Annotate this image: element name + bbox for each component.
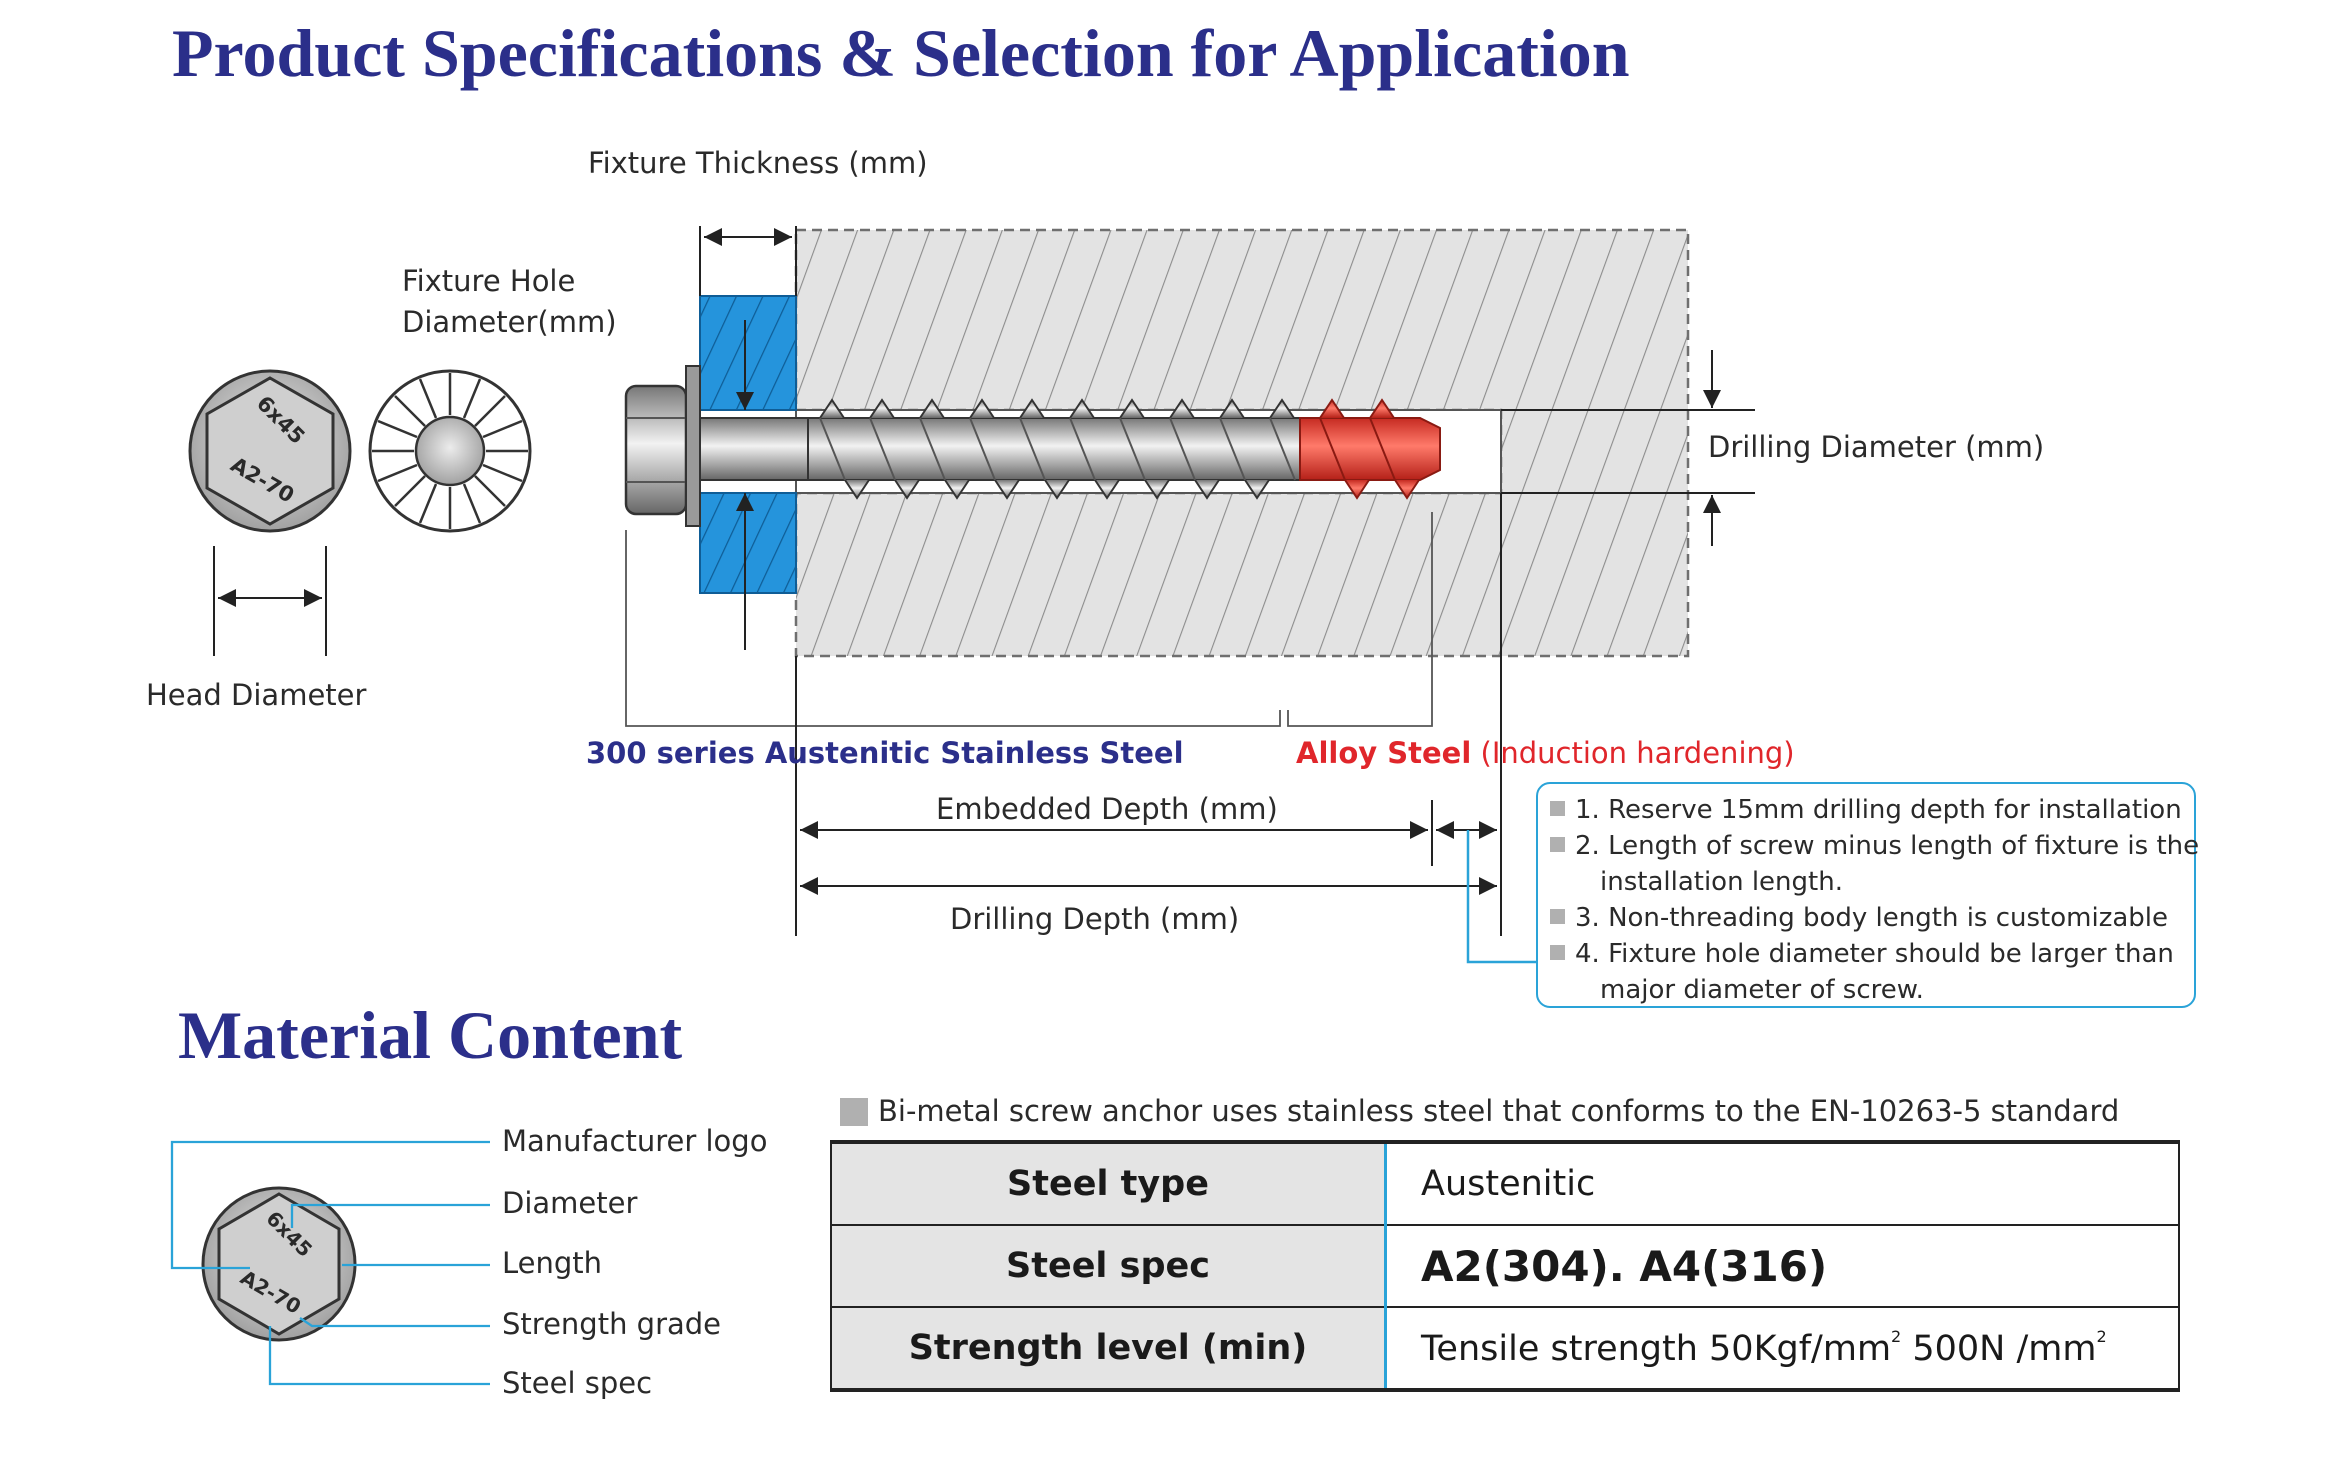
fixture-plate-top: [699, 295, 797, 411]
head-diameter-label: Head Diameter: [146, 678, 367, 712]
callout-manufacturer-logo: Manufacturer logo: [502, 1124, 768, 1158]
table-row: Strength level (min) Tensile strength 50…: [831, 1306, 2179, 1390]
material-title: Material Content: [178, 997, 683, 1073]
drilling-diameter-label: Drilling Diameter (mm): [1708, 430, 2045, 464]
callout-length: Length: [502, 1246, 603, 1280]
table-row: Steel spec A2(304). A4(316): [831, 1224, 2179, 1307]
stainless-bracket: [625, 530, 1281, 727]
stainless-label: 300 series Austenitic Stainless Steel: [586, 736, 1184, 770]
table-row: Steel type Austenitic: [831, 1141, 2179, 1225]
screw-thread-body: [807, 417, 1305, 481]
alloy-note: (Induction hardening): [1480, 736, 1795, 770]
notes-connector: [1466, 830, 1536, 964]
screw-washer: [685, 365, 701, 527]
fixture-hole-label-2: Diameter(mm): [402, 305, 617, 339]
serration-lines: [372, 373, 528, 529]
page-title: Product Specifications & Selection for A…: [172, 15, 1630, 91]
alloy-threads: [1319, 398, 1420, 500]
material-callout-lines: [170, 1140, 490, 1386]
material-table: Steel type Austenitic Steel spec A2(304)…: [830, 1140, 2180, 1392]
standard-note-square: [840, 1098, 868, 1126]
alloy-label-group: Alloy Steel (Induction hardening): [1296, 736, 1795, 770]
row-key: Steel type: [831, 1141, 1387, 1225]
callout-steel-spec: Steel spec: [502, 1366, 653, 1400]
row-value: Tensile strength 50Kgf/mm2 500N /mm2: [1385, 1306, 2179, 1390]
fixture-hole-label-1: Fixture Hole: [402, 264, 576, 298]
note-1: 1. Reserve 15mm drilling depth for insta…: [1550, 795, 2182, 825]
callout-diameter: Diameter: [502, 1186, 638, 1220]
note-4-cont: major diameter of screw.: [1600, 975, 1924, 1005]
thread-helix: [819, 417, 1296, 481]
row-key: Steel spec: [831, 1224, 1387, 1307]
note-3: 3. Non-threading body length is customiz…: [1550, 903, 2168, 933]
alloy-label: Alloy Steel: [1296, 736, 1472, 770]
row-value: A2(304). A4(316): [1385, 1224, 2179, 1307]
fixture-thickness-label: Fixture Thickness (mm): [588, 146, 928, 180]
standard-note: Bi-metal screw anchor uses stainless ste…: [878, 1094, 2120, 1128]
screw-threads: [819, 398, 1295, 500]
drilling-depth-label: Drilling Depth (mm): [950, 902, 1240, 936]
alloy-bracket: [1287, 512, 1433, 727]
alloy-tip: [1299, 417, 1441, 481]
row-value: Austenitic: [1385, 1141, 2179, 1225]
callout-strength-grade: Strength grade: [502, 1307, 722, 1341]
note-2-cont: installation length.: [1600, 867, 1843, 897]
embedded-depth-label: Embedded Depth (mm): [936, 792, 1278, 826]
note-2: 2. Length of screw minus length of fixtu…: [1550, 831, 2199, 861]
fixture-plate-bottom: [699, 492, 797, 594]
note-4: 4. Fixture hole diameter should be large…: [1550, 939, 2174, 969]
screw-head: [624, 384, 688, 516]
row-key: Strength level (min): [831, 1306, 1387, 1390]
screw-shank: [699, 417, 811, 481]
notes-box: [1536, 782, 2196, 1008]
